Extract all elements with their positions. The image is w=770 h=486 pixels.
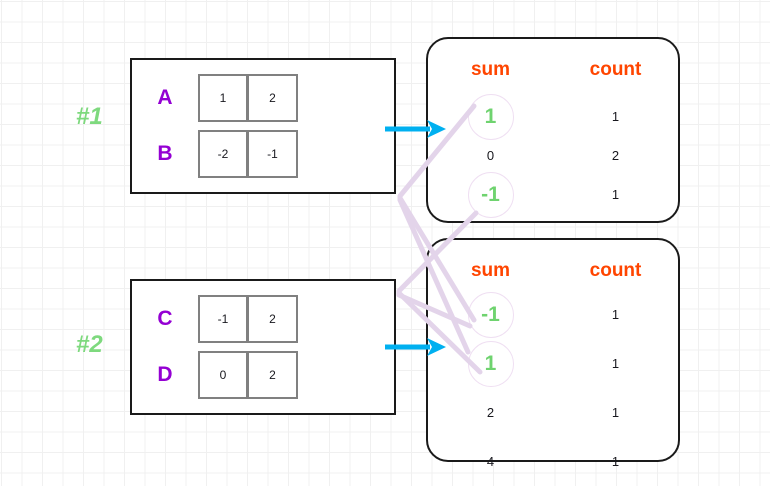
- group-box-1: A 1 2 B -2 -1: [130, 58, 396, 194]
- cell-B-0: -2: [198, 130, 248, 178]
- panel-2-row-3: 4 1: [428, 437, 678, 486]
- row-cells-B: -2 -1: [198, 130, 298, 178]
- group-tag-1: #1: [76, 103, 103, 130]
- group-tag-2: #2: [76, 331, 103, 358]
- cell-D-0: 0: [198, 351, 248, 399]
- panel-1-row-2-count-cell: 1: [553, 187, 678, 202]
- panel-2-row-2: 2 1: [428, 388, 678, 437]
- row-label-D: D: [157, 363, 173, 386]
- panel-2-row-3-sum: 4: [486, 454, 495, 469]
- panel-2-row-3-count-cell: 1: [553, 454, 678, 469]
- panel-1-rows: 1 1 0 2 -1 1: [428, 93, 678, 218]
- panel-2-row-1-count-cell: 1: [553, 356, 678, 371]
- panel-2-row-2-sum: 2: [486, 405, 495, 420]
- group-row-A: A 1 2: [132, 74, 298, 122]
- panel-2-rows: -1 1 1 1 2 1: [428, 290, 678, 486]
- aggregate-panel-1: sum count 1 1 0 2: [426, 37, 680, 223]
- cell-A-0: 1: [198, 74, 248, 122]
- panel-2-row-3-sum-cell: 4: [428, 454, 553, 469]
- panel-1-row-2-count: 1: [611, 187, 620, 202]
- panel-1-row-1-count-cell: 2: [553, 148, 678, 163]
- link-sum-1-tail: [397, 195, 477, 323]
- group-row-D: D 0 2: [132, 351, 298, 399]
- panel-1-row-2-sum-cell: -1: [428, 171, 553, 218]
- row-label-B: B: [157, 142, 173, 165]
- panel-1-row-0-count: 1: [611, 109, 620, 124]
- panel-1-row-1: 0 2: [428, 136, 678, 175]
- arrow-group1-to-panel1: [385, 120, 446, 138]
- panel-2-row-2-count: 1: [611, 405, 620, 420]
- link-sum-neg1-tail: [396, 290, 483, 375]
- panel-2-row-2-count-cell: 1: [553, 405, 678, 420]
- panel-2-row-3-count: 1: [611, 454, 620, 469]
- group-box-2: C -1 2 D 0 2: [130, 279, 396, 415]
- row-cells-C: -1 2: [198, 295, 298, 343]
- cell-B-1: -1: [248, 130, 298, 178]
- panel-2-row-1-count: 1: [611, 356, 620, 371]
- panel-1-row-1-sum: 0: [486, 148, 495, 163]
- panel-2-row-2-sum-cell: 2: [428, 405, 553, 420]
- row-cells-A: 1 2: [198, 74, 298, 122]
- panel-2-row-0-count: 1: [611, 307, 620, 322]
- panel-1-row-0-count-cell: 1: [553, 109, 678, 124]
- cell-A-1: 2: [248, 74, 298, 122]
- row-label-C: C: [157, 307, 173, 330]
- cell-C-1: 2: [248, 295, 298, 343]
- cell-D-1: 2: [248, 351, 298, 399]
- panel-1-row-1-sum-cell: 0: [428, 148, 553, 163]
- cell-C-0: -1: [198, 295, 248, 343]
- arrow-group2-to-panel2: [385, 338, 446, 356]
- panel-2-row-0-count-cell: 1: [553, 307, 678, 322]
- panel-1-row-2-sum: -1: [467, 171, 514, 218]
- row-label-A: A: [157, 86, 173, 109]
- group-row-C: C -1 2: [132, 295, 298, 343]
- panel-1-row-1-count: 2: [611, 148, 620, 163]
- row-cells-D: 0 2: [198, 351, 298, 399]
- panel-1-row-2: -1 1: [428, 171, 678, 218]
- group-row-B: B -2 -1: [132, 130, 298, 178]
